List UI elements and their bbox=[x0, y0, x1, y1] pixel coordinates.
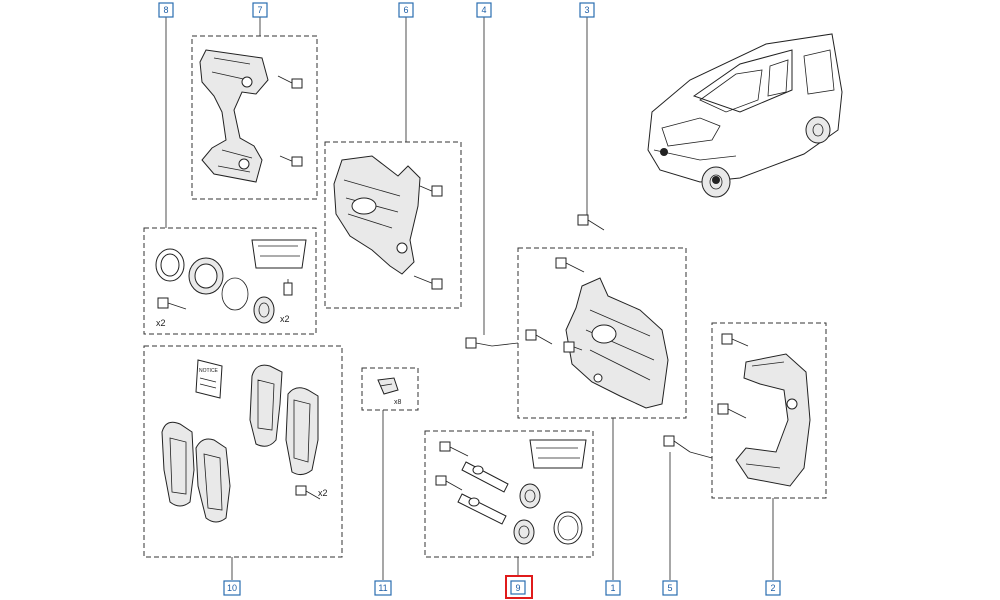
quantity-label: x8 bbox=[394, 399, 402, 406]
bracket-part bbox=[199, 49, 269, 183]
part-5-bolt[interactable] bbox=[663, 435, 691, 453]
grease-sachet-icon bbox=[251, 239, 307, 269]
svg-text:NOTICE: NOTICE bbox=[199, 368, 219, 374]
seal-ring-icon bbox=[155, 248, 185, 282]
callout-4[interactable]: 4 bbox=[476, 2, 492, 18]
group-10-brake-pads[interactable]: NOTICE x2 bbox=[143, 345, 343, 558]
grease-sachet-icon bbox=[529, 439, 587, 469]
quantity-label: x2 bbox=[318, 488, 328, 498]
bushing-icon bbox=[253, 296, 275, 324]
bolt-icon bbox=[721, 333, 749, 347]
group-8-seal-kit[interactable]: x2 x2 bbox=[143, 227, 317, 335]
brake-pad-icon bbox=[249, 364, 283, 447]
group-1-caliper-assembly[interactable] bbox=[517, 247, 687, 419]
van-illustration bbox=[647, 33, 843, 198]
callout-1[interactable]: 1 bbox=[605, 580, 621, 596]
callout-5[interactable]: 5 bbox=[662, 580, 678, 596]
callout-2[interactable]: 2 bbox=[765, 580, 781, 596]
clip-icon bbox=[377, 377, 399, 395]
brake-pad-icon bbox=[285, 387, 319, 476]
o-ring-icon bbox=[221, 277, 249, 311]
guide-pin-icon bbox=[435, 475, 463, 491]
group-11-clips[interactable]: x8 bbox=[361, 367, 419, 411]
pin-boot-icon bbox=[519, 483, 541, 509]
bleed-nipple-icon bbox=[283, 279, 293, 296]
svg-text:3: 3 bbox=[584, 5, 589, 15]
svg-text:1: 1 bbox=[610, 583, 615, 593]
callout-3[interactable]: 3 bbox=[579, 2, 595, 18]
svg-text:5: 5 bbox=[667, 583, 672, 593]
quantity-label: x2 bbox=[156, 318, 166, 328]
dust-boot-icon bbox=[188, 257, 224, 295]
bolt-icon bbox=[295, 485, 321, 500]
group-7-caliper-bracket[interactable] bbox=[191, 35, 318, 200]
carrier-part bbox=[735, 353, 811, 487]
group-6-caliper-body[interactable] bbox=[324, 141, 462, 309]
quantity-label: x2 bbox=[280, 314, 290, 324]
bolt-icon bbox=[157, 297, 187, 310]
svg-text:7: 7 bbox=[257, 5, 262, 15]
svg-text:10: 10 bbox=[227, 583, 237, 593]
bolt-icon bbox=[555, 257, 585, 273]
guide-pin-icon bbox=[457, 493, 507, 525]
callout-11[interactable]: 11 bbox=[374, 580, 392, 596]
svg-text:11: 11 bbox=[378, 583, 387, 593]
bolt-icon bbox=[279, 155, 303, 167]
bleed-nipple-icon bbox=[563, 341, 583, 353]
manual-booklet-icon: NOTICE bbox=[195, 359, 223, 399]
leader-lines bbox=[165, 17, 774, 580]
brake-pad-icon bbox=[195, 438, 231, 523]
bolt-icon bbox=[419, 185, 443, 197]
caliper-assembly-part bbox=[565, 277, 669, 409]
callout-10[interactable]: 10 bbox=[223, 580, 241, 596]
svg-text:2: 2 bbox=[770, 583, 775, 593]
svg-text:9: 9 bbox=[515, 583, 520, 593]
callout-8[interactable]: 8 bbox=[158, 2, 174, 18]
svg-text:4: 4 bbox=[481, 5, 486, 15]
svg-text:8: 8 bbox=[163, 5, 168, 15]
guide-pin-icon bbox=[461, 461, 509, 493]
bolt-icon bbox=[277, 75, 303, 89]
o-ring-icon bbox=[553, 511, 583, 545]
caliper-body-part bbox=[333, 155, 421, 275]
group-9-guide-pin-kit[interactable] bbox=[424, 430, 594, 558]
brake-pad-icon bbox=[161, 421, 195, 507]
pin-boot-icon bbox=[513, 519, 535, 545]
callout-9-selected[interactable]: 9 bbox=[505, 575, 533, 599]
bolt-icon bbox=[717, 403, 747, 419]
svg-text:6: 6 bbox=[403, 5, 408, 15]
part-4-bleed-screw[interactable] bbox=[465, 337, 493, 349]
callout-6[interactable]: 6 bbox=[398, 2, 414, 18]
bolt-icon bbox=[413, 275, 443, 290]
group-2-caliper-carrier[interactable] bbox=[711, 322, 827, 499]
callout-7[interactable]: 7 bbox=[252, 2, 268, 18]
guide-pin-icon bbox=[439, 441, 469, 457]
part-3-bolt[interactable] bbox=[577, 214, 605, 231]
bolt-icon bbox=[525, 329, 553, 345]
